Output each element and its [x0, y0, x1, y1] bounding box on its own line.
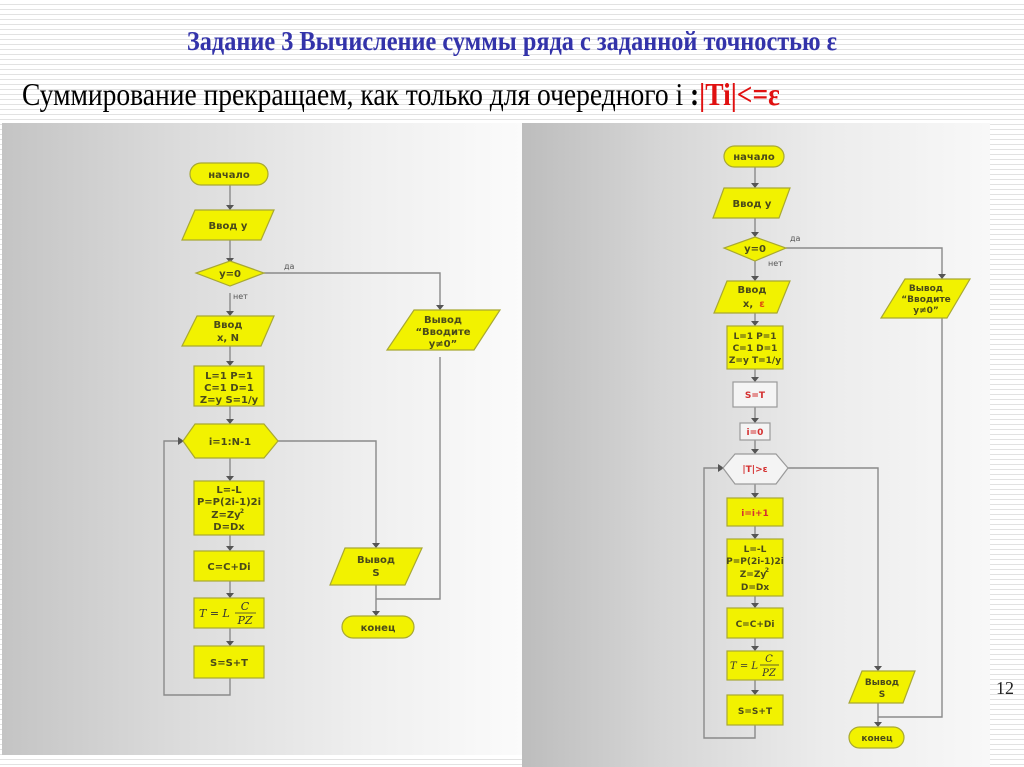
- right-loop-condition-hexagon: |T|>ε: [722, 453, 789, 485]
- right-t-formula-den: PZ: [761, 668, 777, 679]
- subtitle-condition: |Ti|<=ε: [699, 76, 780, 112]
- right-input-xe: Ввод x, ε: [713, 280, 791, 314]
- left-t-formula-num: C: [241, 600, 250, 613]
- right-inc-i-text: i=i+1: [741, 509, 769, 519]
- right-no-label: нет: [768, 259, 783, 268]
- right-end-terminal: конец: [848, 726, 905, 749]
- right-flowchart-panel: да нет начало Ввод y y=0 Ввод x, ε L=1 P…: [522, 123, 990, 767]
- slide-subtitle: Суммирование прекращаем, как только для …: [22, 76, 780, 113]
- left-end-text: конец: [361, 623, 396, 634]
- left-no-label: нет: [233, 292, 248, 301]
- right-decision-y0-text: y=0: [744, 244, 766, 255]
- left-flowchart: да нет начало Ввод y y=0 Ввод x, N L=1 P…: [163, 162, 502, 696]
- right-input-xe-line1: Ввод: [738, 285, 767, 296]
- right-input-y: Ввод y: [712, 187, 791, 219]
- right-output-line1: Вывод: [865, 678, 899, 688]
- right-loop-condition-text: |T|>ε: [742, 465, 767, 475]
- left-calc-line3: Z=Zy: [211, 510, 241, 521]
- right-init-block: L=1 P=1 C=1 D=1 Z=y T=1/y: [726, 325, 784, 370]
- right-input-xe-line2: x,: [743, 299, 753, 310]
- right-calc-line3-sup: 2: [765, 567, 769, 574]
- right-calc-line3: Z=Zy: [740, 570, 767, 580]
- right-sum-s-block: S=S+T: [726, 694, 784, 726]
- left-input-y: Ввод y: [181, 209, 275, 241]
- right-yes-label: да: [790, 234, 801, 243]
- right-sum-c-text: C=C+Di: [736, 620, 775, 630]
- left-sum-s-text: S=S+T: [210, 658, 248, 669]
- left-t-formula-block: T = L C PZ: [193, 597, 265, 629]
- left-error-line2: “Вводите: [415, 327, 470, 338]
- left-decision-y0: y=0: [194, 260, 266, 287]
- left-init-block: L=1 P=1 C=1 D=1 Z=y S=1/y: [193, 365, 265, 407]
- left-start-text: начало: [208, 170, 250, 181]
- left-calc-line2: P=P(2i-1)2i: [197, 497, 261, 508]
- left-sum-s-block: S=S+T: [193, 645, 265, 679]
- left-connectors: [163, 185, 444, 696]
- right-s-eq-t-block: S=T: [732, 381, 778, 408]
- left-input-xn-line2: x, N: [217, 333, 239, 344]
- right-end-text: конец: [861, 734, 893, 744]
- right-start-text: начало: [733, 152, 775, 163]
- right-connectors: [703, 167, 946, 739]
- left-output-s: Вывод S: [329, 547, 423, 586]
- left-input-y-text: Ввод y: [209, 221, 248, 232]
- left-t-formula-lhs: T = L: [199, 607, 230, 620]
- subtitle-text: Суммирование прекращаем, как только для …: [22, 76, 691, 112]
- left-input-xn: Ввод x, N: [181, 315, 275, 347]
- right-inc-i-block: i=i+1: [726, 497, 784, 527]
- right-start-terminal: начало: [723, 145, 785, 168]
- right-sum-s-text: S=S+T: [738, 707, 773, 717]
- right-input-xe-eps: ε: [759, 299, 765, 310]
- right-calc-block: L=-L P=P(2i-1)2i Z=Zy 2 D=Dx: [726, 538, 784, 597]
- right-input-y-text: Ввод y: [733, 199, 772, 210]
- right-error-line2: “Вводите: [901, 295, 951, 305]
- left-sum-c-text: C=C+Di: [207, 562, 250, 573]
- right-t-formula-block: T = L C PZ: [726, 650, 784, 681]
- right-calc-line4: D=Dx: [741, 583, 769, 593]
- right-error-line1: Вывод: [909, 284, 943, 294]
- right-t-formula-lhs: T = L: [730, 661, 758, 672]
- right-error-line3: y≠0”: [913, 306, 939, 316]
- left-error-line3: y≠0”: [429, 339, 457, 350]
- left-output-line2: S: [372, 568, 379, 579]
- right-init-line3: Z=y T=1/y: [729, 356, 781, 366]
- right-calc-line2: P=P(2i-1)2i: [726, 557, 784, 567]
- left-calc-line1: L=-L: [216, 485, 242, 496]
- left-calc-block: L=-L P=P(2i-1)2i Z=Zy 2 D=Dx: [193, 480, 265, 536]
- page-number: 12: [996, 678, 1014, 698]
- left-calc-line3-sup: 2: [240, 508, 244, 515]
- left-t-formula-den: PZ: [236, 614, 252, 627]
- right-init-line2: C=1 D=1: [733, 344, 778, 354]
- left-end-terminal: конец: [341, 615, 415, 639]
- right-i-zero-block: i=0: [739, 422, 771, 441]
- left-flowchart-panel: да нет начало Ввод y y=0 Ввод x, N L=1 P…: [2, 123, 522, 755]
- left-yes-label: да: [284, 262, 295, 271]
- right-error-output: Вывод “Вводите y≠0”: [879, 278, 972, 319]
- left-output-line1: Вывод: [357, 555, 395, 566]
- left-error-output: Вывод “Вводите y≠0”: [385, 309, 502, 351]
- left-init-line2: C=1 D=1: [204, 383, 254, 394]
- left-error-line1: Вывод: [424, 315, 462, 326]
- right-flowchart: да нет начало Ввод y y=0 Ввод x, ε L=1 P…: [703, 145, 972, 749]
- slide-title: Задание 3 Вычисление суммы ряда с заданн…: [186, 26, 838, 56]
- left-start-terminal: начало: [189, 162, 269, 186]
- left-calc-line4: D=Dx: [213, 522, 245, 533]
- left-sum-c-block: C=C+Di: [193, 550, 265, 582]
- right-s-eq-t-text: S=T: [745, 391, 766, 401]
- left-loop-text: i=1:N-1: [209, 437, 251, 448]
- left-loop-hexagon: i=1:N-1: [182, 423, 279, 459]
- right-output-line2: S: [879, 690, 885, 700]
- right-i-zero-text: i=0: [747, 428, 764, 438]
- left-decision-y0-text: y=0: [219, 269, 241, 280]
- left-input-xn-line1: Ввод: [214, 320, 243, 331]
- right-t-formula-num: C: [765, 654, 773, 665]
- right-output-s: Вывод S: [848, 670, 916, 704]
- right-init-line1: L=1 P=1: [733, 332, 776, 342]
- right-sum-c-block: C=C+Di: [726, 607, 784, 639]
- right-decision-y0: y=0: [722, 236, 788, 262]
- right-calc-line1: L=-L: [744, 545, 767, 555]
- left-init-line3: Z=y S=1/y: [200, 395, 259, 406]
- left-init-line1: L=1 P=1: [205, 371, 253, 382]
- subtitle-colon: :: [690, 76, 700, 112]
